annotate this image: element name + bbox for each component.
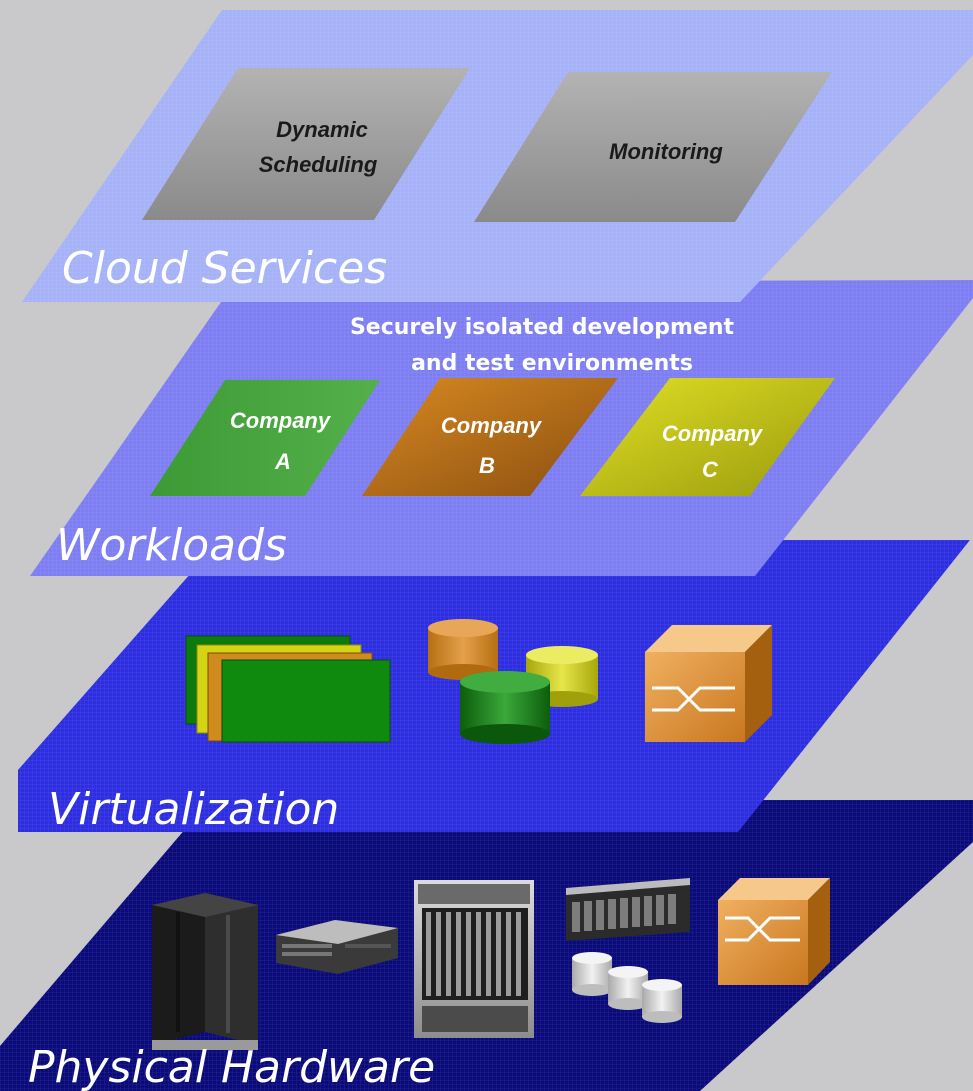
dynamic-scheduling-label-line1: Dynamic: [276, 117, 368, 142]
monitoring-label: Monitoring: [609, 139, 723, 164]
workloads-headline-line1: Securely isolated development: [350, 315, 735, 340]
virtualization-layer: Virtualization: [18, 540, 970, 835]
company-a-box: Company A: [150, 380, 380, 496]
company-c-box: Company C: [580, 378, 835, 496]
network-switch-icon: [718, 878, 830, 985]
monitoring-box: Monitoring: [474, 72, 832, 222]
dynamic-scheduling-box: Dynamic Scheduling: [142, 68, 470, 220]
company-a-label-line2: A: [274, 449, 291, 474]
company-b-label-line1: Company: [441, 413, 543, 438]
storage-array-icon: [566, 878, 690, 941]
cloud-services-label: Cloud Services: [62, 243, 387, 294]
virtual-storage-icon: [428, 619, 598, 744]
physical-hardware-label: Physical Hardware: [28, 1042, 435, 1091]
company-c-label-line2: C: [702, 457, 719, 482]
physical-hardware-layer: Physical Hardware: [0, 800, 973, 1091]
blade-chassis-icon: [414, 880, 534, 1038]
workloads-layer: Securely isolated development and test e…: [30, 280, 973, 576]
workloads-headline-line2: and test environments: [411, 351, 693, 376]
workloads-label: Workloads: [56, 520, 287, 571]
cloud-services-layer: Dynamic Scheduling Monitoring Cloud Serv…: [22, 10, 973, 302]
virtual-network-switch-icon: [645, 625, 772, 742]
company-b-box: Company B: [362, 378, 618, 496]
company-b-label-line2: B: [479, 453, 495, 478]
rack-server-icon: [276, 920, 398, 974]
virtual-servers-icon: [185, 635, 391, 743]
virtualization-label: Virtualization: [48, 784, 339, 835]
disk-icon: [572, 952, 682, 1023]
mainframe-icon: [152, 893, 258, 1050]
company-a-label-line1: Company: [230, 408, 332, 433]
dynamic-scheduling-label-line2: Scheduling: [259, 152, 378, 177]
company-c-label-line1: Company: [662, 421, 764, 446]
